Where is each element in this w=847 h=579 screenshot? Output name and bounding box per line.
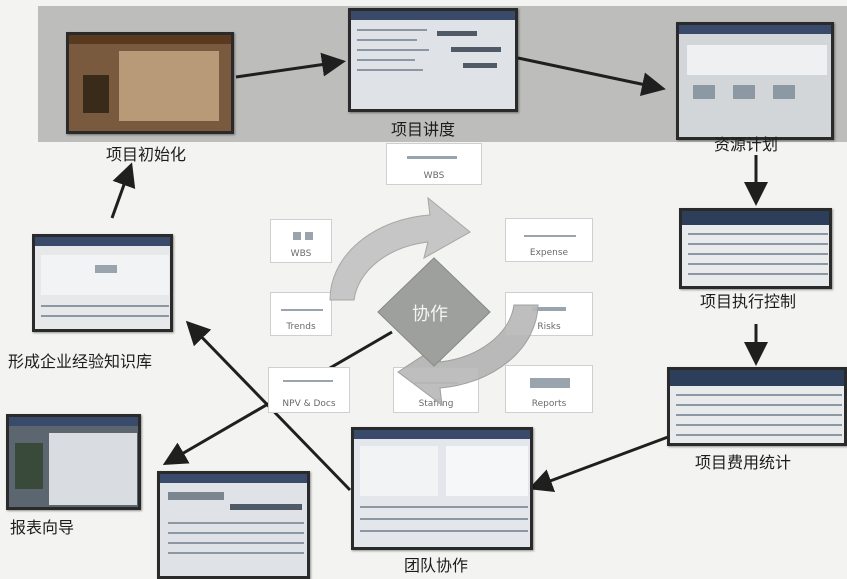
- label-resource: 资源计划: [714, 131, 778, 155]
- label-schedule: 项目讲度: [391, 116, 455, 140]
- resource-screenshot: [676, 22, 834, 140]
- team-screenshot: [351, 427, 533, 550]
- label-team: 团队协作: [404, 552, 468, 576]
- label-execute: 项目执行控制: [700, 288, 796, 312]
- knowledge-screenshot: [32, 234, 173, 332]
- arrow-init-to-schedule: [236, 62, 340, 77]
- cost-screenshot: [667, 367, 847, 446]
- tile-expense: Expense: [505, 218, 593, 262]
- tile-wbs: WBS: [270, 219, 332, 263]
- arrow-schedule-to-resource: [518, 58, 660, 88]
- tile-staffing: Staffing: [393, 367, 479, 413]
- label-knowledge: 形成企业经验知识库: [8, 348, 152, 372]
- schedule-screenshot: [348, 8, 518, 112]
- arrow-knowledge-to-init: [112, 168, 130, 218]
- center-label: 协作: [412, 300, 448, 326]
- tile-top: WBS: [386, 143, 482, 185]
- tile-npv-docs: NPV & Docs: [268, 367, 350, 413]
- label-report: 报表向导: [10, 514, 74, 538]
- tile-risks: Risks: [505, 292, 593, 336]
- label-cost: 项目费用统计: [695, 449, 791, 473]
- tile-reports: Reports: [505, 365, 593, 413]
- arrow-cost-to-team: [534, 437, 668, 487]
- report-left-screenshot: [6, 414, 141, 510]
- label-init: 项目初始化: [106, 141, 186, 165]
- report-right-screenshot: [157, 471, 310, 579]
- init-screenshot: [66, 32, 234, 134]
- tile-trends: Trends: [270, 292, 332, 336]
- execute-screenshot: [679, 208, 832, 289]
